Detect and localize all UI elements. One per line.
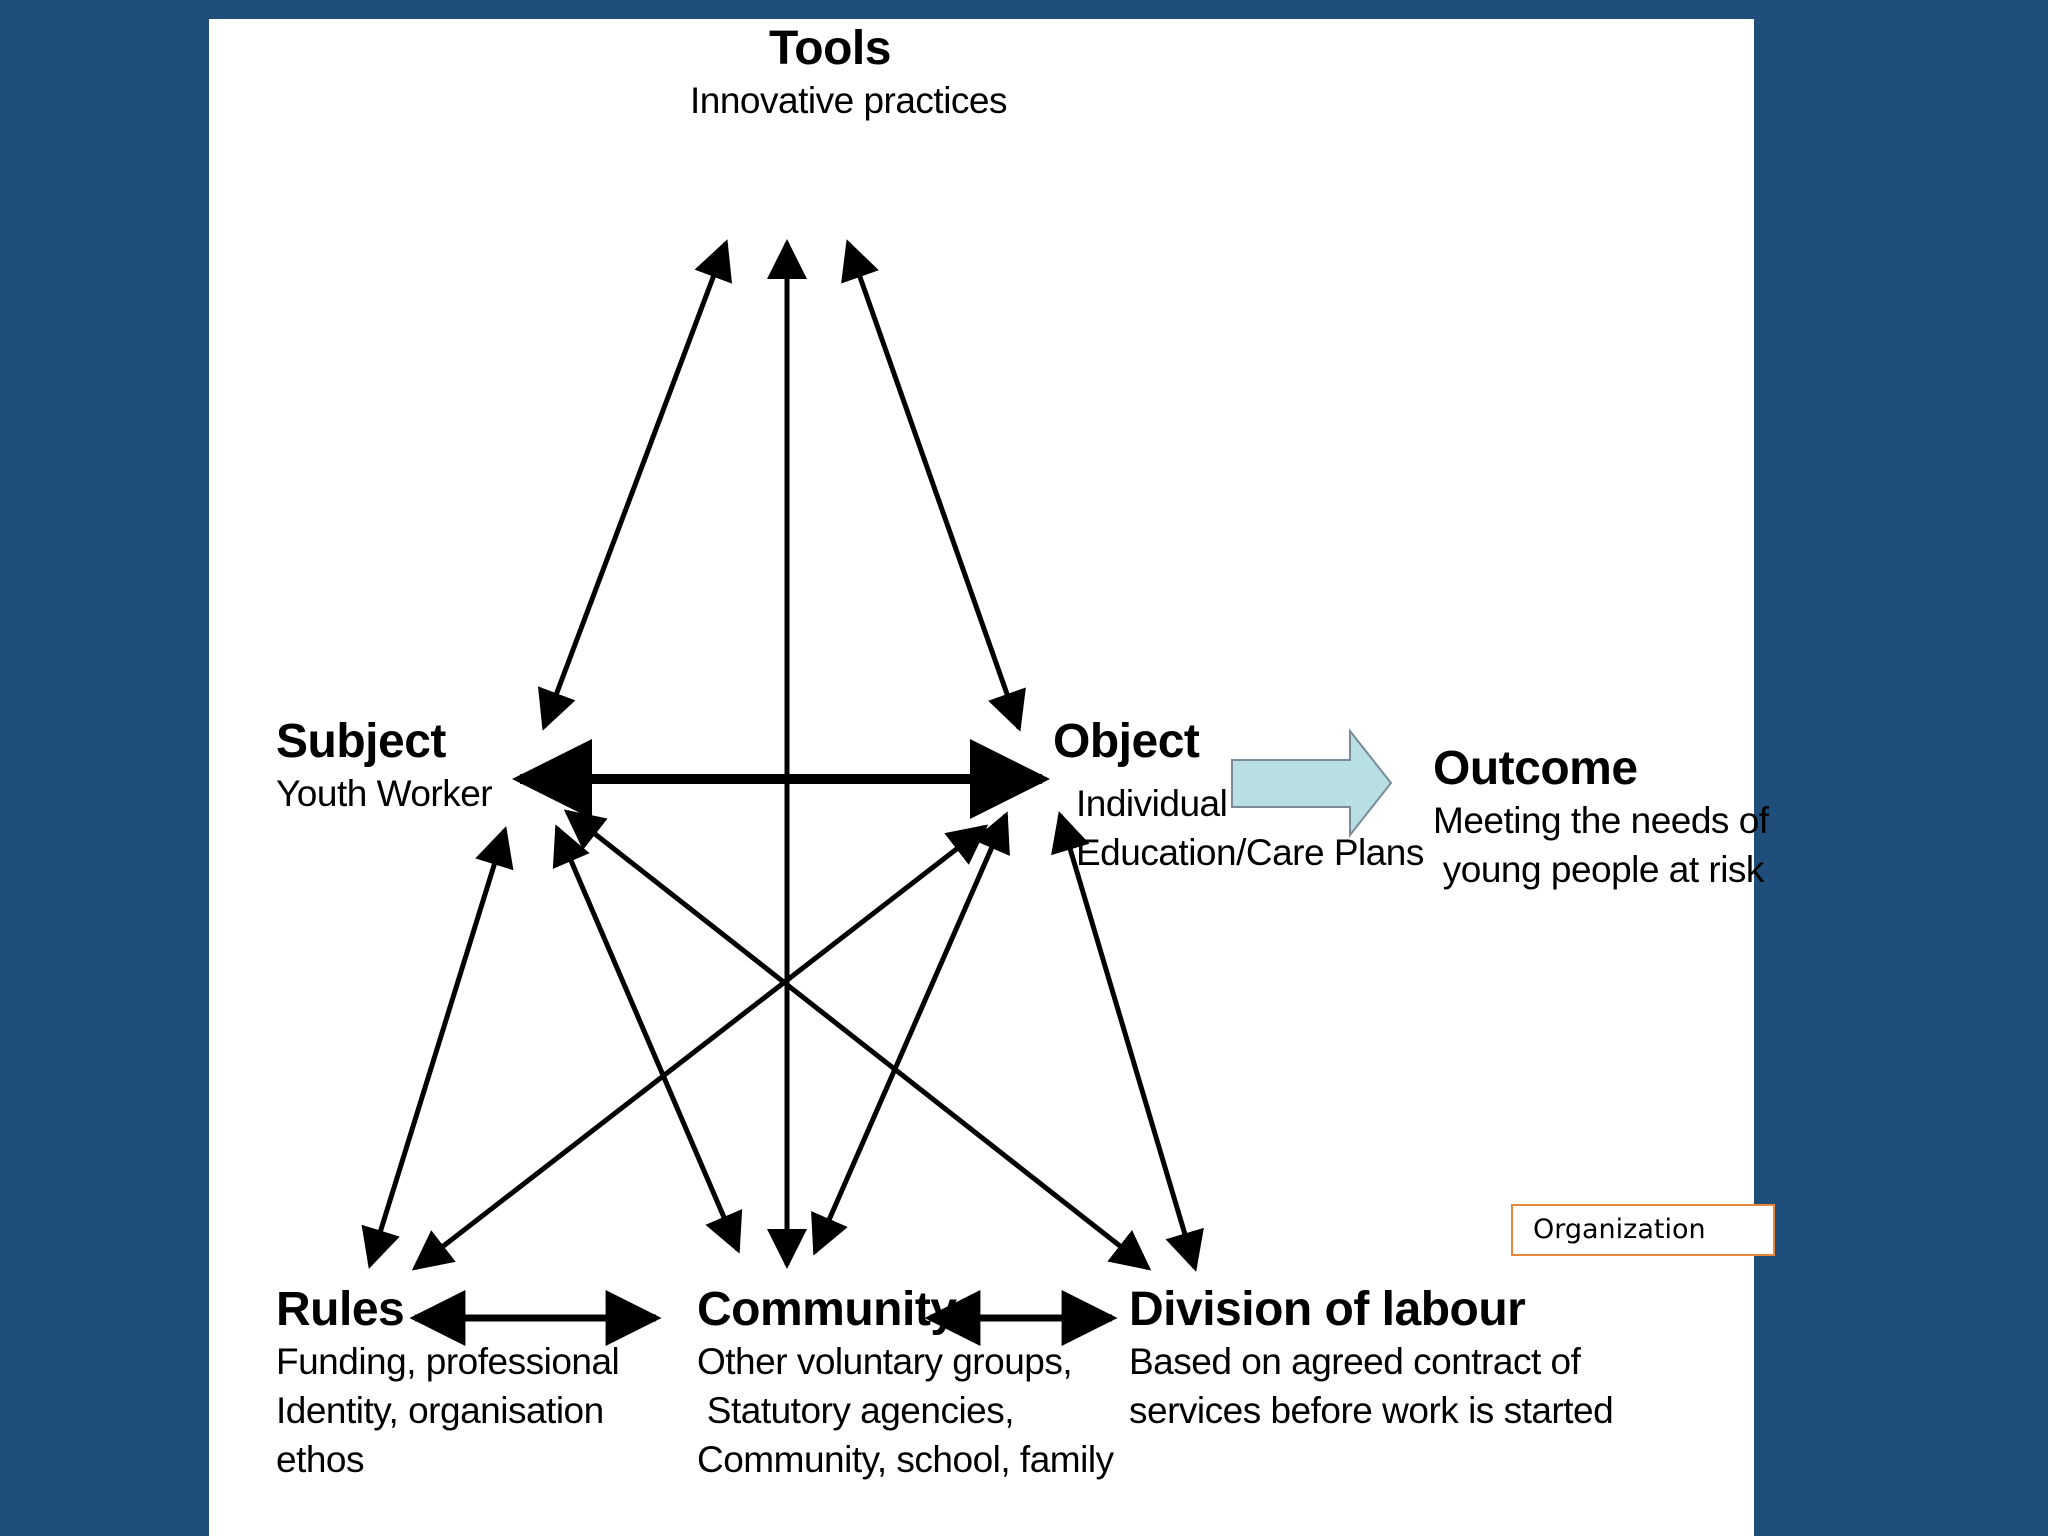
node-tools: Tools Innovative practices <box>690 22 1008 125</box>
node-subject: Subject Youth Worker <box>276 715 493 818</box>
arrow-division-subject <box>563 809 1152 1271</box>
outcome-block-arrow <box>1231 728 1393 838</box>
arrow-subject-tools <box>537 239 733 731</box>
organization-annotation-box[interactable]: Organization <box>1511 1204 1775 1256</box>
rules-description: Funding, professional Identity, organisa… <box>276 1341 620 1480</box>
node-object: Object Individual Education/Care Plans <box>1053 715 1424 877</box>
arrow-division-object <box>1051 811 1204 1272</box>
object-title: Object <box>1053 715 1200 768</box>
node-division-of-labour: Division of labour Based on agreed contr… <box>1129 1283 1614 1435</box>
tools-description: Innovative practices <box>690 80 1008 121</box>
node-community: Community Other voluntary groups, Statut… <box>697 1283 1114 1484</box>
object-description: Individual Education/Care Plans <box>1076 783 1424 873</box>
node-rules: Rules Funding, professional Identity, or… <box>276 1283 620 1484</box>
arrow-object-tools <box>841 239 1026 732</box>
arrow-rules-object <box>411 824 989 1271</box>
node-outcome: Outcome Meeting the needs of young peopl… <box>1433 742 1769 894</box>
division-description: Based on agreed contract of services bef… <box>1129 1341 1614 1431</box>
subject-description: Youth Worker <box>276 773 493 814</box>
rules-title: Rules <box>276 1283 405 1336</box>
tools-title: Tools <box>769 22 891 75</box>
outcome-title: Outcome <box>1433 742 1638 795</box>
community-description: Other voluntary groups, Statutory agenci… <box>697 1341 1114 1480</box>
arrow-rules-subject <box>361 826 514 1269</box>
community-title: Community <box>697 1283 957 1336</box>
subject-title: Subject <box>276 715 446 768</box>
arrow-community-object <box>811 811 1010 1256</box>
division-title: Division of labour <box>1129 1283 1526 1336</box>
outcome-description: Meeting the needs of young people at ris… <box>1433 800 1769 890</box>
